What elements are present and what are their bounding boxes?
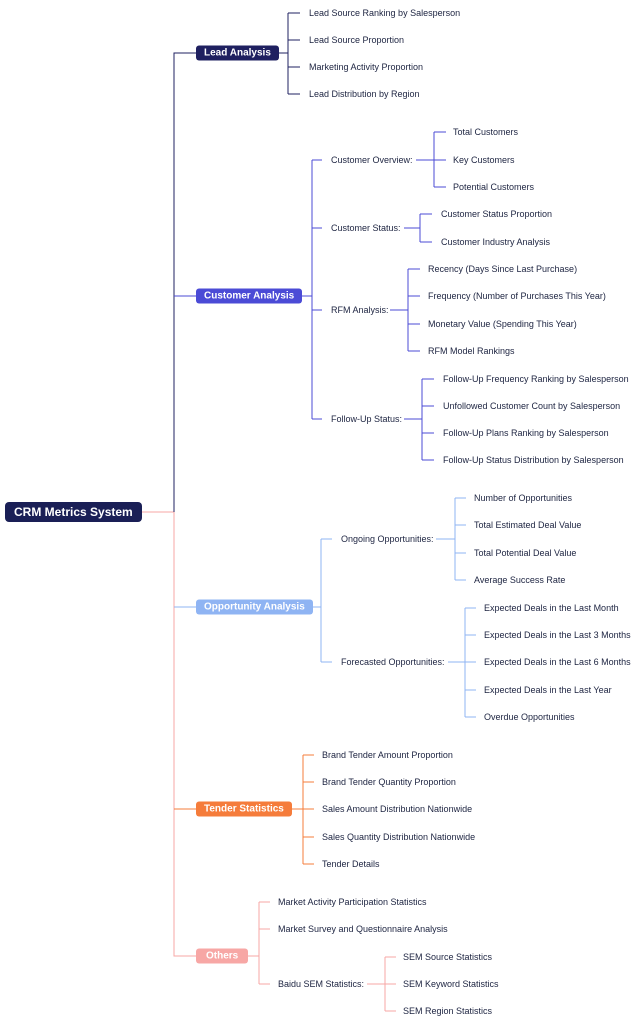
customer-overview-item: Total Customers [453, 127, 519, 137]
customer-overview-item: Potential Customers [453, 182, 535, 192]
ongoing-item: Average Success Rate [474, 575, 566, 585]
lead-item: Marketing Activity Proportion [309, 62, 424, 72]
baidu-sem-item: SEM Region Statistics [403, 1006, 493, 1016]
ongoing-opportunities-label: Ongoing Opportunities: [341, 534, 434, 544]
lead-item: Lead Source Ranking by Salesperson [309, 8, 461, 18]
others-item: Market Activity Participation Statistics [278, 897, 427, 907]
customer-overview-item: Key Customers [453, 155, 515, 165]
forecast-item: Overdue Opportunities [484, 712, 575, 722]
tender-connectors [288, 754, 314, 865]
others-item: Market Survey and Questionnaire Analysis [278, 924, 448, 934]
followup-item: Follow-Up Status Distribution by Salespe… [443, 455, 624, 465]
followup-item: Unfollowed Customer Count by Salesperson [443, 401, 621, 411]
section-lead-analysis: Lead Analysis [196, 45, 279, 61]
ongoing-item: Total Potential Deal Value [474, 548, 577, 558]
baidu-sem-item: SEM Keyword Statistics [403, 979, 499, 989]
customer-status-label: Customer Status: [331, 223, 401, 233]
followup-item: Follow-Up Plans Ranking by Salesperson [443, 428, 609, 438]
tender-item: Sales Quantity Distribution Nationwide [322, 832, 476, 842]
rfm-item: RFM Model Rankings [428, 346, 515, 356]
customer-connectors [294, 131, 446, 461]
forecast-item: Expected Deals in the Last Month [484, 603, 619, 613]
root-node: CRM Metrics System [5, 502, 142, 522]
tender-item: Brand Tender Quantity Proportion [322, 777, 456, 787]
ongoing-item: Total Estimated Deal Value [474, 520, 582, 530]
ongoing-item: Number of Opportunities [474, 493, 573, 503]
rfm-item: Monetary Value (Spending This Year) [428, 319, 577, 329]
followup-item: Follow-Up Frequency Ranking by Salespers… [443, 374, 629, 384]
section-tender-statistics: Tender Statistics [196, 801, 292, 817]
lead-connectors [276, 12, 300, 95]
others-connectors [244, 901, 396, 1012]
lead-item: Lead Distribution by Region [309, 89, 420, 99]
customer-status-item: Customer Status Proportion [441, 209, 553, 219]
rfm-item: Recency (Days Since Last Purchase) [428, 264, 578, 274]
connector [173, 52, 196, 512]
connector [173, 512, 196, 957]
baidu-sem-item: SEM Source Statistics [403, 952, 493, 962]
tender-item: Tender Details [322, 859, 380, 869]
forecast-item: Expected Deals in the Last 3 Months [484, 630, 631, 640]
opportunity-connectors [305, 497, 476, 718]
forecasted-opportunities-label: Forecasted Opportunities: [341, 657, 445, 667]
customer-status-item: Customer Industry Analysis [441, 237, 551, 247]
tender-item: Brand Tender Amount Proportion [322, 750, 453, 760]
rfm-analysis-label: RFM Analysis: [331, 305, 389, 315]
section-customer-analysis: Customer Analysis [196, 288, 303, 304]
baidu-sem-label: Baidu SEM Statistics: [278, 979, 365, 989]
lead-item: Lead Source Proportion [309, 35, 405, 45]
customer-overview-label: Customer Overview: [331, 155, 413, 165]
forecast-item: Expected Deals in the Last 6 Months [484, 657, 631, 667]
section-opportunity-analysis: Opportunity Analysis [196, 599, 313, 615]
rfm-item: Frequency (Number of Purchases This Year… [428, 291, 606, 301]
forecast-item: Expected Deals in the Last Year [484, 685, 612, 695]
tender-item: Sales Amount Distribution Nationwide [322, 804, 473, 814]
followup-status-label: Follow-Up Status: [331, 414, 403, 424]
section-others: Others [196, 948, 249, 964]
